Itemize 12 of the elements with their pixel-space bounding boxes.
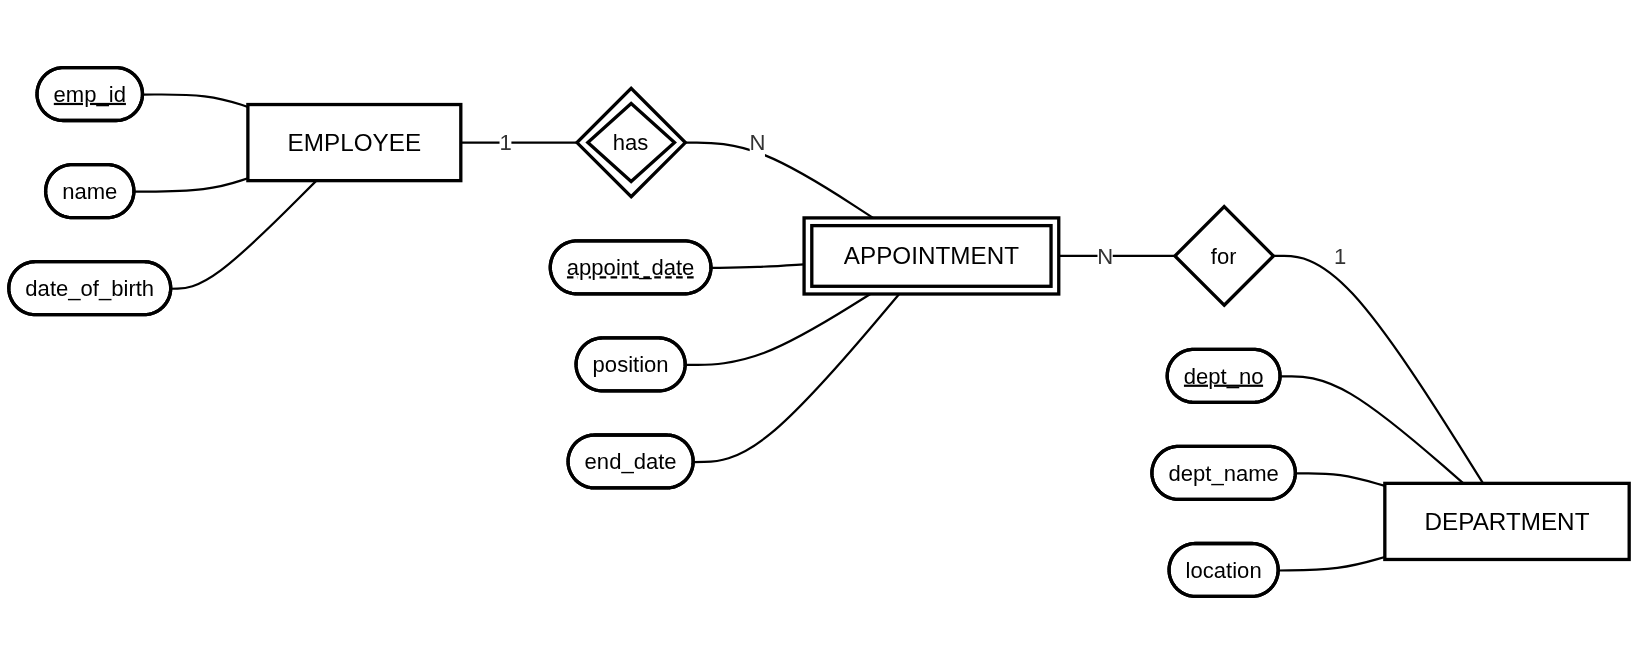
node-diamond: for	[1172, 204, 1276, 308]
connector	[1272, 254, 1484, 484]
edge-label: 1	[499, 130, 512, 155]
connector	[134, 177, 249, 193]
node-box: APPOINTMENT	[802, 216, 1061, 296]
edge-label: 1	[1333, 243, 1347, 269]
node-diamond: has	[574, 86, 688, 200]
edge-label: N	[1097, 243, 1114, 269]
node-box: EMPLOYEE	[246, 102, 463, 183]
node-box: DEPARTMENT	[1383, 481, 1631, 562]
edge-label: N	[749, 130, 766, 155]
connector	[1280, 375, 1465, 485]
